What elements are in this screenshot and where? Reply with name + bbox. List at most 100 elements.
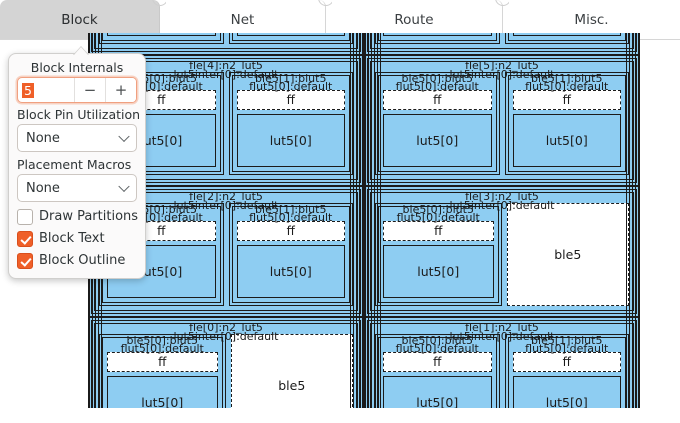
block-text-label: Block Text — [39, 231, 105, 246]
tab-block-label: Block — [61, 11, 98, 28]
ble-row: lut5[0] lut5[0] — [375, 33, 629, 44]
cluster-title: fle[0]:n2_lut5 — [189, 321, 263, 334]
ff-box: ff — [236, 90, 345, 110]
cluster-ring: fle[1]:n2_lut5 lut5inter[0]:default ble5… — [367, 320, 637, 408]
cluster-ring: lut5[0] lut5[0] — [91, 33, 361, 52]
block-outline-checkbox[interactable] — [17, 252, 33, 269]
lut-box: lut5[0] — [383, 376, 492, 408]
ble-block[interactable]: ble5[0]:blut5 flut5[0]:default ff lut5[0… — [375, 72, 500, 175]
cluster-tile[interactable]: fle[0]:n2_lut5 lut5inter[0]:default ble5… — [88, 317, 364, 408]
ble-title: ble5[1]:blut5 — [531, 72, 603, 85]
ble-inner: lut5[0] — [102, 33, 221, 41]
cluster-title: fle[1]:n2_lut5 — [465, 321, 539, 334]
tab-misc-label: Misc. — [574, 11, 609, 28]
ble-title: ble5[0]:blut5 — [401, 334, 473, 347]
block-outline-checkbox-row[interactable]: Block Outline — [17, 250, 137, 271]
ble-row: ble5[0]:blut5 flut5[0]:default ff lut5[0… — [375, 72, 629, 175]
lut-box: lut5[0] — [383, 33, 492, 36]
block-internals-increment-button[interactable]: + — [105, 78, 136, 102]
lut-box: lut5[0] — [383, 114, 492, 167]
cluster-ring-inner: lut5[0] lut5[0] — [370, 33, 634, 49]
ble-block[interactable]: ble5[0]:blut5 flut5[0]:default ff lut5[0… — [375, 334, 500, 408]
block-internals-decrement-button[interactable]: − — [74, 78, 105, 102]
ff-box: ff — [107, 352, 218, 372]
cluster-ring-inner: lut5[0] lut5[0] — [94, 33, 358, 49]
ble-inner: ble5[0]:blut5 flut5[0]:default ff lut5[0… — [378, 204, 499, 303]
cluster-ring: fle[0]:n2_lut5 lut5inter[0]:default ble5… — [91, 320, 361, 408]
ff-box: ff — [383, 352, 492, 372]
ble-row: ble5[0]:blut5 flut5[0]:default ff lut5[0… — [375, 203, 629, 306]
ble-block[interactable]: ble5[1]:blut5 flut5[0]:default ff lut5[0… — [504, 72, 629, 175]
ble-block[interactable]: lut5[0] — [504, 33, 629, 44]
ble-block[interactable]: lut5[0] — [228, 33, 353, 44]
lut-box: lut5[0] — [512, 33, 621, 36]
block-pin-utilization-value: None — [26, 130, 60, 146]
ff-box: ff — [512, 90, 621, 110]
canvas-viewport: lut5[0] lut5[0] — [88, 33, 640, 408]
draw-partitions-label: Draw Partitions — [39, 209, 139, 224]
cluster-tile[interactable]: fle[5]:n2_lut5 lut5inter[0]:default ble5… — [364, 55, 640, 186]
block-outline-label: Block Outline — [39, 253, 126, 268]
ble-inner: ble5[0]:blut5 flut5[0]:default ff lut5[0… — [102, 334, 223, 408]
ble-inner: lut5[0] — [231, 33, 350, 41]
ff-box: ff — [512, 352, 621, 372]
ble-block[interactable]: ble5[1]:blut5 flut5[0]:default ff lut5[0… — [228, 72, 353, 175]
fpga-block-canvas[interactable]: lut5[0] lut5[0] — [88, 33, 640, 408]
cluster-tile[interactable]: fle[3]:n2_lut5 lut5inter[0]:default ble5… — [364, 186, 640, 317]
tab-route-label: Route — [394, 11, 434, 28]
block-internals-label: Block Internals — [30, 60, 124, 75]
cluster-title: fle[3]:n2_lut5 — [465, 190, 539, 203]
lut-box: lut5[0] — [512, 114, 621, 167]
cluster-grid: lut5[0] lut5[0] — [88, 33, 640, 408]
ble-inner: ble5[1]:blut5 flut5[0]:default ff lut5[0… — [231, 72, 350, 172]
lut-box: lut5[0] — [512, 376, 621, 408]
ble-inner: ble5[0]:blut5 flut5[0]:default ff lut5[0… — [378, 334, 497, 408]
tab-net-label: Net — [230, 11, 255, 28]
draw-partitions-checkbox[interactable] — [17, 208, 33, 225]
cluster-row: fle[2]:n2_lut5 lut5inter[0]:default ble5… — [88, 186, 640, 317]
ble-row: lut5[0] lut5[0] — [99, 33, 353, 44]
ble-title: ble5[1]:blut5 — [255, 72, 327, 85]
ble-title: ble5[0]:blut5 — [126, 334, 198, 347]
block-pin-utilization-select[interactable]: None — [17, 124, 137, 152]
cluster-ring: lut5[0] lut5[0] — [367, 33, 637, 52]
cluster-ring-inner: fle[3]:n2_lut5 lut5inter[0]:default ble5… — [370, 190, 634, 311]
cluster-ring: fle[3]:n2_lut5 lut5inter[0]:default ble5… — [367, 189, 637, 314]
ble-title: ble5[1]:blut5 — [255, 203, 327, 216]
block-internals-value: 5 — [22, 82, 34, 98]
ble-block[interactable]: ble5[0]:blut5 flut5[0]:default ff lut5[0… — [99, 334, 226, 408]
block-internals-spinner[interactable]: 5 − + — [17, 77, 137, 103]
lut-box: lut5[0] — [383, 245, 494, 298]
block-text-checkbox-row[interactable]: Block Text — [17, 228, 137, 249]
chevron-down-icon — [118, 180, 130, 193]
ble-row: ble5[0]:blut5 flut5[0]:default ff lut5[0… — [99, 334, 353, 408]
cluster-tile[interactable]: fle[1]:n2_lut5 lut5inter[0]:default ble5… — [364, 317, 640, 408]
lut-box: lut5[0] — [107, 33, 216, 36]
block-pin-utilization-label: Block Pin Utilization — [17, 107, 141, 122]
ble-block[interactable]: lut5[0] — [99, 33, 224, 44]
block-options-popover: Block Internals 5 − + Block Pin Utilizat… — [8, 46, 146, 279]
ble-inner: lut5[0] — [378, 33, 497, 41]
ff-box: ff — [383, 90, 492, 110]
ble-block[interactable]: ble5[1]:blut5 flut5[0]:default ff lut5[0… — [228, 203, 353, 306]
cluster-tile[interactable]: lut5[0] lut5[0] — [88, 33, 364, 55]
ble-block-empty[interactable]: ble5 — [506, 203, 629, 306]
cluster-title: fle[5]:n2_lut5 — [465, 59, 539, 72]
ble-inner: lut5[0] — [507, 33, 626, 41]
cluster-row: fle[4]:n2_lut5 lut5inter[0]:default ble5… — [88, 55, 640, 186]
placement-macros-select[interactable]: None — [17, 174, 137, 202]
ble-block-empty[interactable]: ble5 — [230, 334, 353, 408]
block-text-checkbox[interactable] — [17, 230, 33, 247]
block-internals-input[interactable]: 5 — [18, 78, 74, 102]
cluster-row-clipped: lut5[0] lut5[0] — [88, 33, 640, 55]
cluster-tile[interactable]: lut5[0] lut5[0] — [364, 33, 640, 55]
ble-block[interactable]: ble5[1]:blut5 flut5[0]:default ff lut5[0… — [504, 334, 629, 408]
cluster-row: fle[0]:n2_lut5 lut5inter[0]:default ble5… — [88, 317, 640, 408]
ble-inner: ble5[0]:blut5 flut5[0]:default ff lut5[0… — [378, 73, 497, 172]
placement-macros-label: Placement Macros — [17, 157, 132, 172]
ble-block[interactable]: ble5[0]:blut5 flut5[0]:default ff lut5[0… — [375, 203, 502, 306]
ble-title: ble5[1]:blut5 — [531, 334, 603, 347]
ble-block[interactable]: lut5[0] — [375, 33, 500, 44]
draw-partitions-checkbox-row[interactable]: Draw Partitions — [17, 206, 139, 227]
